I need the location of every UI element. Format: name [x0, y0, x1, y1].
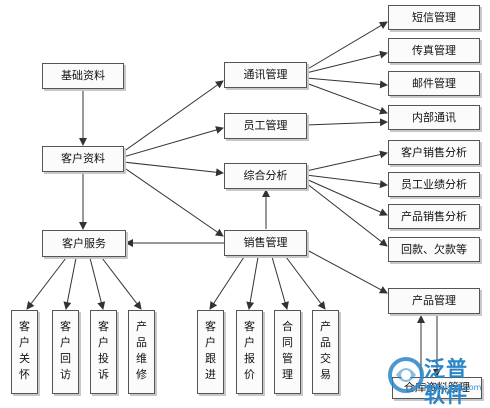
node-label: 短信管理 — [412, 10, 456, 24]
node-cangku-ziliao-guanli: 仓库资料管理 — [392, 377, 482, 399]
edge-xiaoshou-chanpin — [306, 249, 388, 294]
node-label: 产品交易 — [320, 320, 331, 381]
edge-tongxun-chuanzhen — [305, 50, 388, 74]
edge-xiaoshou-genjin — [209, 256, 245, 310]
node-hetong-guanli: 合同管理 — [274, 310, 301, 394]
node-duanxin-guanli: 短信管理 — [388, 5, 480, 30]
node-label: 客户报价 — [244, 320, 255, 381]
node-neibu-tongxun: 内部通讯 — [388, 105, 480, 130]
watermark: 泛普软件 fanpusoft.com — [386, 355, 488, 407]
watermark-url: fanpusoft.com — [424, 383, 482, 392]
node-kehu-fuwu: 客户服务 — [42, 230, 126, 257]
edge-kehuziliao-zonghe — [122, 161, 224, 177]
edge-xiaoshou-baojia — [246, 256, 259, 310]
node-label: 传真管理 — [412, 43, 456, 57]
node-chuanzhen-guanli: 传真管理 — [388, 38, 480, 63]
edge-kehuziliao-yuangong — [122, 126, 224, 158]
edge-fuwu-guanhuai — [26, 257, 67, 310]
node-label: 员工管理 — [243, 119, 288, 132]
node-chanpin-xiaoshou-fenxi: 产品销售分析 — [388, 204, 480, 229]
node-label: 销售管理 — [243, 236, 288, 249]
edge-tongxun-neibu — [305, 82, 388, 115]
node-label: 客户跟进 — [205, 320, 216, 381]
node-label: 客户销售分析 — [401, 145, 467, 159]
edge-fuwu-weixiu — [101, 257, 142, 310]
node-label: 客户投诉 — [98, 320, 109, 381]
node-kehu-huifang: 客户回访 — [52, 310, 79, 394]
node-tongxun-guanli: 通讯管理 — [224, 62, 307, 88]
node-label: 客户服务 — [62, 236, 106, 250]
edge-zonghe-chanpinxs — [305, 178, 388, 216]
node-label: 产品管理 — [412, 294, 456, 307]
node-label: 合同管理 — [282, 320, 293, 381]
edge-xiaoshou-hetong — [271, 256, 289, 310]
node-yuangong-yeji-fenxi: 员工业绩分析 — [388, 172, 480, 197]
edge-fuwu-tousu — [89, 257, 106, 310]
node-label: 回款、欠款等 — [401, 242, 467, 256]
node-yuangong-guanli: 员工管理 — [224, 113, 307, 139]
edge-kehuziliao-xiaoshou — [122, 166, 224, 237]
node-label: 产品维修 — [136, 320, 147, 381]
node-kehu-ziliao: 客户资料 — [42, 146, 124, 172]
node-kehu-genjin: 客户跟进 — [197, 310, 224, 394]
node-label: 邮件管理 — [412, 76, 456, 90]
node-label: 客户关怀 — [19, 320, 30, 381]
node-label: 通讯管理 — [243, 68, 288, 81]
edge-xiaoshou-jiaoyi — [285, 256, 326, 310]
node-kehu-guanhuai: 客户关怀 — [11, 310, 38, 394]
edge-tongxun-duanxin — [305, 21, 388, 71]
node-label: 内部通讯 — [412, 110, 456, 124]
node-label: 产品销售分析 — [401, 209, 467, 223]
node-chanpin-weixiu: 产品维修 — [128, 310, 155, 394]
node-label: 客户资料 — [61, 152, 105, 165]
node-kehu-tousu: 客户投诉 — [90, 310, 117, 394]
node-label: 综合分析 — [243, 169, 288, 182]
node-kehu-xiaoshou-fenxi: 客户销售分析 — [388, 140, 480, 165]
edge-zonghe-kehuxs — [305, 150, 388, 172]
watermark-brand: 泛普软件 — [424, 357, 468, 407]
node-kehu-baojia: 客户报价 — [236, 310, 263, 394]
node-huikuan-qiankuan: 回款、欠款等 — [388, 237, 480, 262]
node-jichu-ziliao: 基础资料 — [42, 63, 124, 89]
edge-tongxun-youjian — [305, 77, 388, 89]
edge-zonghe-yuangongyj — [305, 174, 388, 189]
node-chanpin-guanli: 产品管理 — [388, 288, 480, 314]
edge-kehuziliao-tongxun — [122, 80, 224, 153]
node-label: 员工业绩分析 — [401, 177, 467, 191]
node-label: 基础资料 — [61, 69, 105, 82]
edge-zonghe-huikuan — [305, 182, 388, 247]
node-xiaoshou-guanli: 销售管理 — [224, 230, 307, 256]
fanpu-logo-icon — [388, 357, 424, 393]
node-zonghe-fenxi: 综合分析 — [224, 163, 307, 189]
node-youjian-guanli: 邮件管理 — [388, 71, 480, 96]
node-chanpin-jiaoyi: 产品交易 — [312, 310, 339, 394]
node-label: 客户回访 — [60, 320, 71, 381]
edge-fuwu-huifang — [63, 257, 77, 310]
edge-yuangong-neibu — [305, 118, 388, 127]
